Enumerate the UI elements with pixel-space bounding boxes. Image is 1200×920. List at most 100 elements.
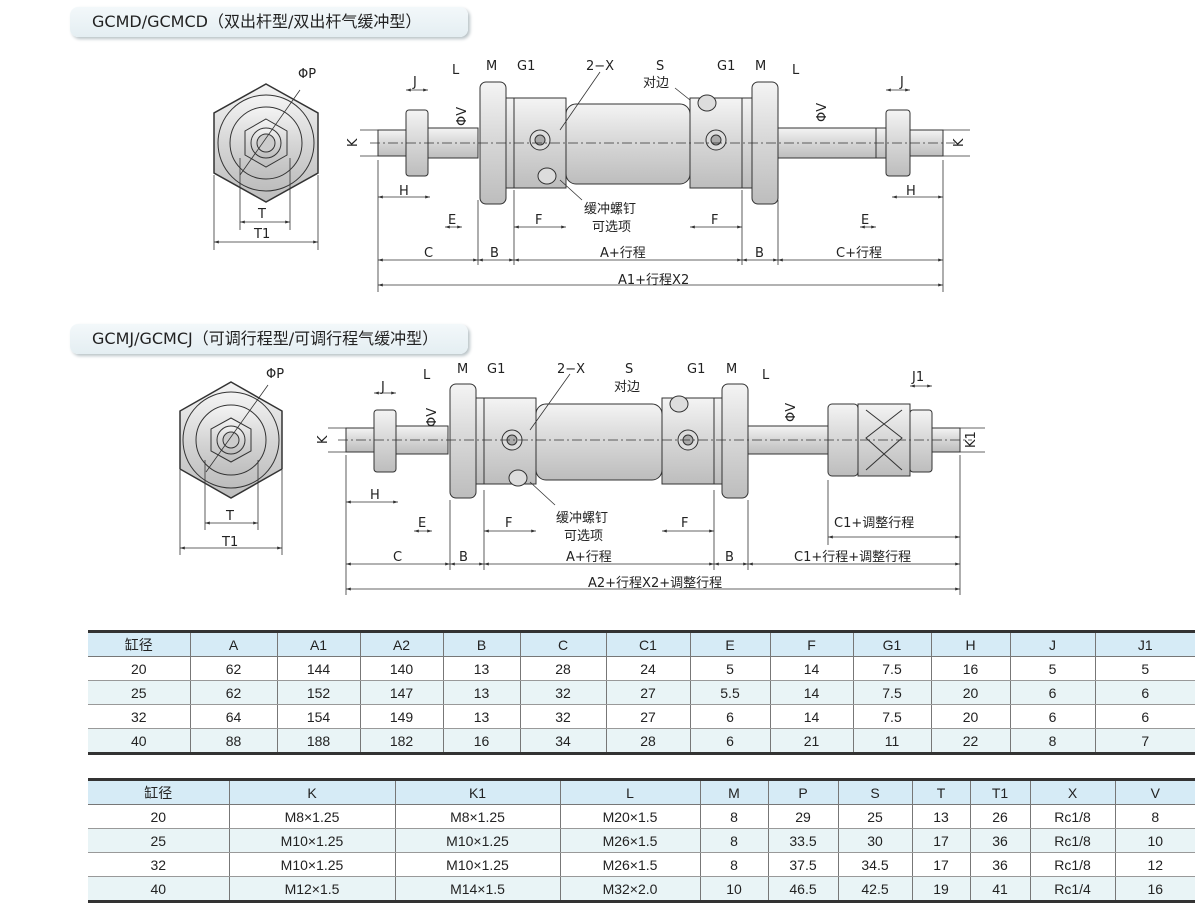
dimension-label: ΦP: [266, 367, 284, 382]
column-header: T1: [969, 779, 1030, 805]
dimension-label: 可选项: [564, 529, 603, 544]
table-cell: 36: [969, 828, 1030, 853]
dimension-label: L: [452, 63, 460, 78]
column-header: M: [699, 779, 768, 805]
table-cell: 6: [689, 728, 770, 754]
table-cell: 62: [189, 680, 277, 705]
table-cell: 14: [769, 704, 853, 729]
dimension-label: H: [906, 184, 916, 199]
table-cell: 13: [442, 704, 520, 729]
table-cell: 34.5: [837, 852, 912, 877]
table-cell: 8: [699, 804, 768, 829]
table-cell: 6: [1094, 704, 1195, 729]
end-view-1: [213, 83, 319, 203]
dimension-label: J: [380, 380, 385, 395]
table-cell: 6: [1009, 680, 1095, 705]
table-cell: 25: [837, 804, 912, 829]
table-cell: M8×1.25: [394, 804, 560, 829]
table-cell: 40: [88, 728, 190, 754]
table-cell: 152: [276, 680, 360, 705]
table-cell: 144: [276, 656, 360, 681]
dimension-label: C: [424, 246, 433, 261]
column-header: K: [228, 779, 395, 805]
dimension-label: M: [755, 59, 766, 74]
table-cell: 17: [911, 852, 970, 877]
table-cell: M10×1.25: [394, 828, 560, 853]
label-phiP: ΦP: [298, 67, 316, 82]
column-header: 缸径: [88, 779, 229, 805]
table-cell: 14: [769, 656, 853, 681]
column-header: A2: [359, 631, 443, 657]
dimension-label: K: [952, 138, 967, 147]
table-cell: 6: [1094, 680, 1195, 705]
table-cell: 27: [605, 680, 690, 705]
dimension-label: S: [656, 59, 664, 74]
dimension-label: E: [418, 516, 426, 531]
dimension-label: K: [346, 138, 361, 147]
table-cell: 33.5: [767, 828, 838, 853]
column-header: K1: [394, 779, 560, 805]
table-cell: 5: [689, 656, 770, 681]
dimension-label: A+行程: [600, 246, 646, 261]
table-cell: 20: [930, 704, 1010, 729]
dimension-label: 缓冲螺钉: [556, 511, 608, 526]
dimension-label: J: [412, 75, 417, 90]
table-cell: 17: [911, 828, 970, 853]
table-cell: 20: [88, 804, 229, 829]
dimension-label: M: [486, 59, 497, 74]
table-cell: 13: [911, 804, 970, 829]
dimension-label: G1: [487, 362, 505, 377]
dimension-label: L: [423, 368, 431, 383]
label-T1: T1: [253, 227, 270, 242]
table-cell: 8: [1009, 728, 1095, 754]
column-header: A: [189, 631, 277, 657]
column-header: G1: [852, 631, 931, 657]
table-cell: 40: [88, 876, 229, 902]
table-cell: 27: [605, 704, 690, 729]
table-cell: 62: [189, 656, 277, 681]
dimension-label: L: [762, 368, 770, 383]
table-cell: M26×1.5: [559, 828, 700, 853]
table-cell: 24: [605, 656, 690, 681]
table-cell: Rc1/4: [1029, 876, 1115, 902]
table-cell: 30: [837, 828, 912, 853]
dimension-label: C1+调整行程: [834, 516, 914, 531]
dimension-label: B: [459, 550, 468, 565]
table-cell: 36: [969, 852, 1030, 877]
dimension-label: H: [370, 488, 380, 503]
table-cell: 20: [88, 656, 190, 681]
table-cell: M14×1.5: [394, 876, 560, 902]
table-cell: 182: [359, 728, 443, 754]
table-cell: 32: [519, 680, 606, 705]
dimension-label: ΦV: [784, 403, 799, 422]
column-header: A1: [276, 631, 360, 657]
table-cell: M8×1.25: [228, 804, 395, 829]
dimension-label: C1+行程+调整行程: [794, 550, 911, 565]
section-title-gcmj: GCMJ/GCMCJ（可调行程型/可调行程气缓冲型）: [70, 324, 468, 354]
dimension-label: E: [861, 213, 869, 228]
table-cell: 188: [276, 728, 360, 754]
column-header: H: [930, 631, 1010, 657]
dimension-label: M: [726, 362, 737, 377]
table-cell: Rc1/8: [1029, 804, 1115, 829]
table-cell: 5: [1094, 656, 1195, 681]
table-cell: 88: [189, 728, 277, 754]
table-cell: 13: [442, 656, 520, 681]
table-cell: 149: [359, 704, 443, 729]
dimension-label: L: [792, 63, 800, 78]
table-cell: 32: [88, 704, 190, 729]
table-cell: 20: [930, 680, 1010, 705]
table-cell: 25: [88, 828, 229, 853]
table-cell: 64: [189, 704, 277, 729]
table-cell: 147: [359, 680, 443, 705]
technical-drawings: ΦP T T1 J L M G1 2−X S 对边 G1 M L J ΦV ΦV…: [179, 59, 985, 595]
table-cell: 5: [1009, 656, 1095, 681]
labels-1: ΦP T T1 J L M G1 2−X S 对边 G1 M L J ΦV ΦV…: [253, 59, 967, 288]
dimension-label: 缓冲螺钉: [584, 202, 636, 217]
table-cell: 6: [689, 704, 770, 729]
table-cell: 7.5: [852, 656, 931, 681]
